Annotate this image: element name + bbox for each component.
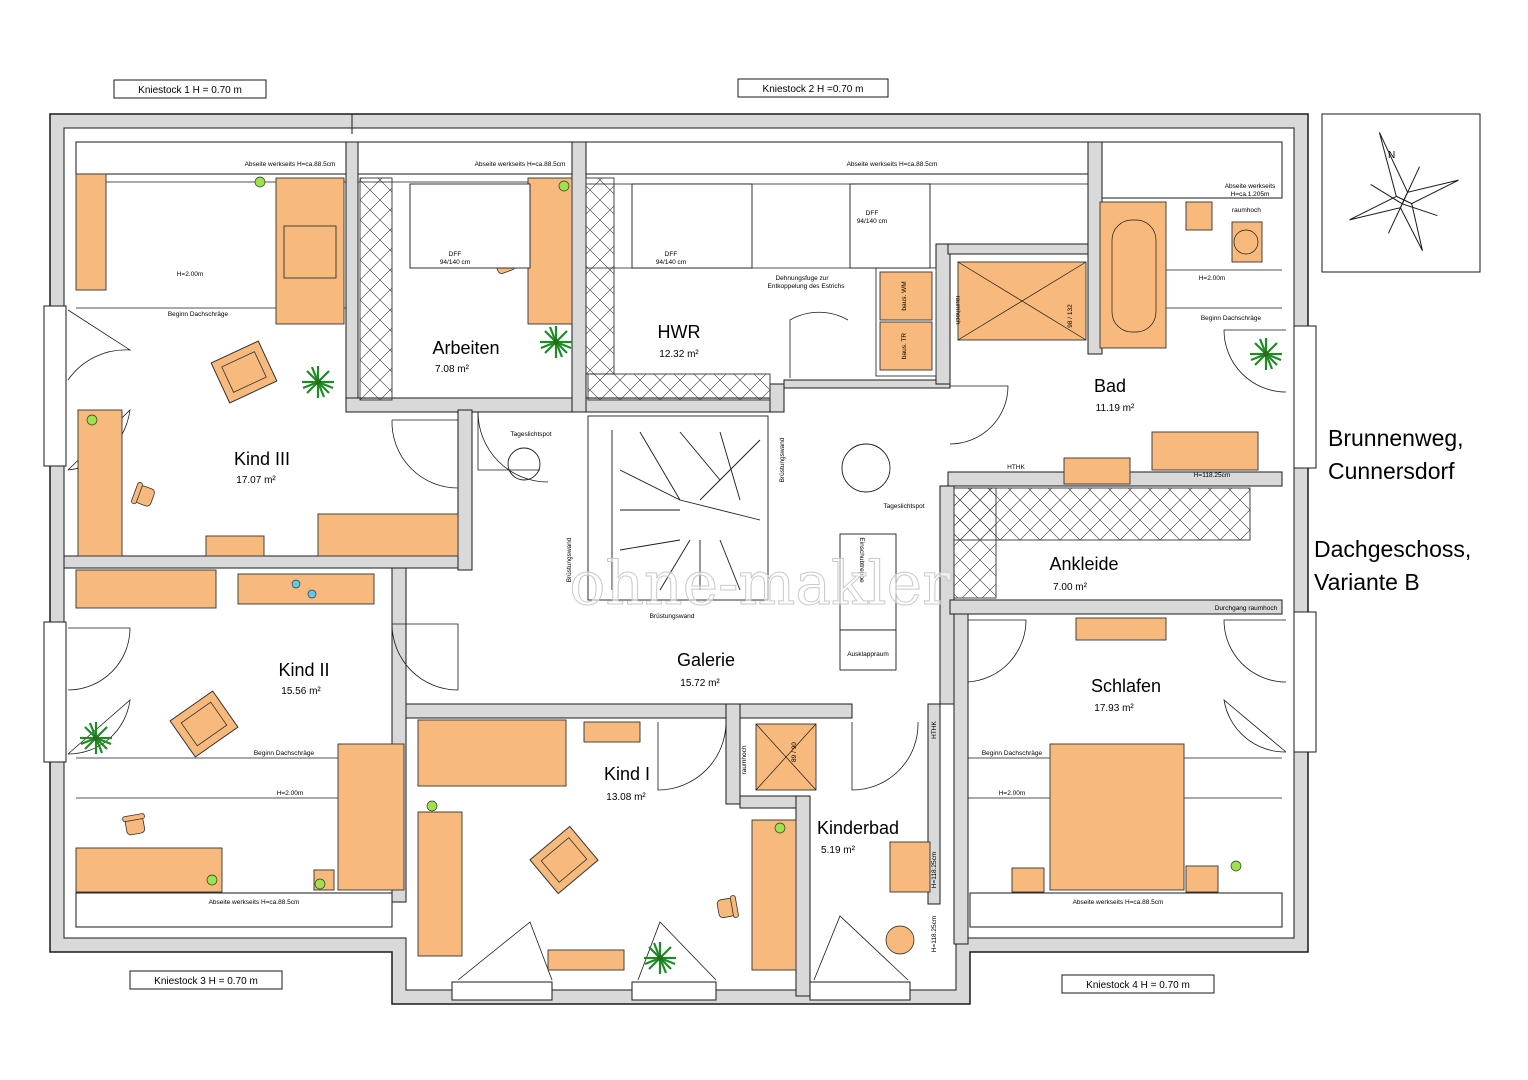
compass-box: N (1321, 113, 1481, 273)
note-h200-4: H=2.00m (999, 790, 1026, 797)
room-name-ankleide: Ankleide (1049, 554, 1118, 574)
note-h11825-1: H=118.25cm (1194, 472, 1231, 479)
note-raumhoch-3: raumhoch (741, 745, 748, 774)
room-name-schlafen: Schlafen (1091, 676, 1161, 696)
watermark: ohne-makler (569, 549, 951, 619)
note-shower-1: 98 / 132 (1067, 304, 1074, 328)
note-abseite-4b: H=ca.1.205m (1231, 191, 1270, 198)
compass-label: N (1388, 150, 1395, 161)
note-dff-2: DFF (665, 251, 678, 258)
note-dff-size-1: 94/140 cm (440, 259, 470, 266)
kniestock-3: Kniestock 3 H = 0.70 m (154, 976, 258, 987)
room-area-arbeiten: 7.08 m² (435, 364, 470, 375)
note-abseite-2: Abseite werkseits H=ca.88.5cm (475, 161, 566, 168)
windows (43, 305, 1317, 1001)
note-bruestung-2: Brüstungswand (779, 437, 786, 482)
room-name-arbeiten: Arbeiten (432, 338, 499, 358)
note-dff-size-2: 94/140 cm (656, 259, 686, 266)
north-arrow-icon (1349, 132, 1459, 251)
shower-trays (755, 219, 1259, 955)
note-raumhoch-2: raumhoch (954, 296, 961, 325)
note-tageslichtspot-2: Tageslichtspot (883, 503, 924, 510)
plan-title-line-2: Variante B (1314, 569, 1420, 595)
room-name-kind2: Kind II (278, 660, 329, 680)
abseite-areas (75, 141, 1283, 928)
note-abseite-5: Abseite werkseits H=ca.88.5cm (209, 899, 300, 906)
note-shower-2: 89 / 90 (791, 742, 798, 762)
room-area-kind1: 13.08 m² (606, 792, 646, 803)
door-swings (67, 309, 1287, 981)
note-dehnung-a: Dehnungsfuge zur (775, 275, 829, 282)
note-beginn-2: Beginn Dachschräge (1201, 315, 1262, 322)
note-hthk-2: HTHK (931, 720, 938, 738)
annotations: Abseite werkseits H=ca.88.5cm Abseite we… (168, 161, 1278, 952)
note-h200-1: H=2.00m (177, 271, 204, 278)
room-labels: Kind III 17.07 m² Arbeiten 7.08 m² HWR 1… (234, 322, 1161, 856)
note-abseite-1: Abseite werkseits H=ca.88.5cm (245, 161, 336, 168)
kniestock-4: Kniestock 4 H = 0.70 m (1086, 980, 1190, 991)
note-dff-1: DFF (449, 251, 462, 258)
note-abseite-6: Abseite werkseits H=ca.88.5cm (1073, 899, 1164, 906)
note-h11825-2: H=118.25cm (931, 852, 938, 889)
room-name-kind1: Kind I (604, 764, 650, 784)
note-h200-2: H=2.00m (1199, 275, 1226, 282)
room-area-galerie: 15.72 m² (680, 678, 720, 689)
lamps (86, 176, 1242, 890)
note-einschubtreppe: Einschubtreppe (858, 537, 865, 583)
kniestock-1: Kniestock 1 H = 0.70 m (138, 85, 242, 96)
note-dff-size-3: 94/140 cm (857, 218, 887, 225)
project-info: Brunnenweg, Cunnersdorf Dachgeschoss, Va… (1314, 425, 1471, 595)
note-h200-3: H=2.00m (277, 790, 304, 797)
note-hthk-1: HTHK (1007, 464, 1025, 471)
room-area-hwr: 12.32 m² (659, 349, 699, 360)
note-dff-3: DFF (866, 210, 879, 217)
note-beginn-1: Beginn Dachschräge (168, 311, 229, 318)
room-area-kinderbad: 5.19 m² (821, 845, 856, 856)
room-area-bad: 11.19 m² (1096, 403, 1135, 414)
note-bruestung-1: Brüstungswand (566, 537, 573, 582)
room-area-kind3: 17.07 m² (236, 475, 276, 486)
note-dehnung-b: Entkoppelung des Estrichs (768, 283, 846, 290)
kniestock-2: Kniestock 2 H =0.70 m (763, 84, 864, 95)
staircase (507, 415, 897, 671)
note-raumhoch-1: raumhoch (1232, 207, 1261, 214)
room-name-bad: Bad (1094, 376, 1126, 396)
note-durchgang: Durchgang raumhoch (1215, 605, 1278, 612)
room-name-kinderbad: Kinderbad (817, 818, 899, 838)
address-line-1: Brunnenweg, (1328, 425, 1464, 451)
note-abseite-3: Abseite werkseits H=ca.88.5cm (847, 161, 938, 168)
address-line-2: Cunnersdorf (1328, 458, 1455, 484)
room-name-galerie: Galerie (677, 650, 735, 670)
room-area-kind2: 15.56 m² (281, 686, 321, 697)
room-name-hwr: HWR (658, 322, 701, 342)
plan-title-line-1: Dachgeschoss, (1314, 536, 1471, 562)
room-name-kind3: Kind III (234, 449, 290, 469)
note-baustr: baus. TR (901, 333, 908, 360)
interior-walls (63, 141, 1283, 997)
kniestock-labels: Kniestock 1 H = 0.70 m Kniestock 2 H =0.… (113, 78, 1215, 994)
note-tageslichtspot-1: Tageslichtspot (510, 431, 551, 438)
room-area-ankleide: 7.00 m² (1053, 582, 1088, 593)
note-beginn-3: Beginn Dachschräge (254, 750, 315, 757)
note-bauswm: baus. WM (901, 281, 908, 310)
note-bruestung-3: Brüstungswand (650, 613, 695, 620)
note-h11825-3: H=118.25cm (931, 916, 938, 953)
room-area-schlafen: 17.93 m² (1094, 703, 1134, 714)
note-ausklappraum: Ausklappraum (847, 651, 889, 658)
dff-windows (409, 183, 931, 269)
note-abseite-4a: Abseite werkseits (1225, 183, 1276, 190)
note-beginn-4: Beginn Dachschräge (982, 750, 1043, 757)
